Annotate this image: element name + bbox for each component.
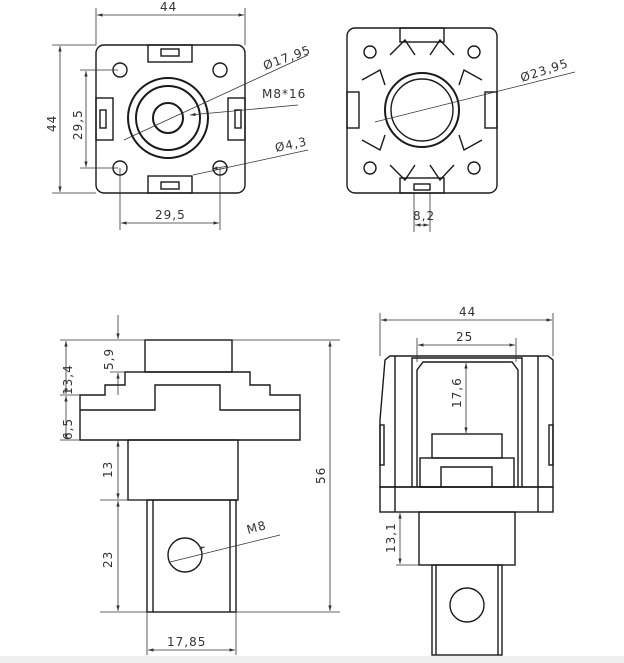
dim-d1: 5,9 bbox=[102, 348, 116, 370]
dim-thread: M8*16 bbox=[262, 87, 306, 101]
dim-d3: 6,5 bbox=[61, 418, 75, 440]
bottom-view: Ø23,95 8,2 bbox=[346, 27, 576, 232]
front-view: 5,9 13,4 6,5 13 23 56 M8 17,85 bbox=[60, 315, 340, 655]
dim-stem: 13,1 bbox=[384, 522, 398, 553]
dim-bottom-diameter: Ø23,95 bbox=[519, 56, 571, 85]
top-view: 44 44 29,5 29,5 Ø17,95 M8*16 Ø4,3 bbox=[45, 0, 313, 230]
dim-diameter-outer: Ø17,95 bbox=[261, 43, 313, 73]
side-view: 44 25 17,6 13,1 bbox=[379, 305, 554, 656]
dim-depth: 17,6 bbox=[450, 377, 464, 408]
dim-height: 56 bbox=[314, 467, 328, 484]
dim-top-height: 44 bbox=[45, 115, 59, 132]
dim-thread-m8: M8 bbox=[245, 518, 268, 537]
dim-d2: 13,4 bbox=[61, 364, 75, 395]
dim-inner-width: 25 bbox=[456, 330, 473, 344]
dim-side-width: 44 bbox=[459, 305, 476, 319]
dim-d5: 23 bbox=[101, 551, 115, 568]
dim-top-width: 44 bbox=[160, 0, 177, 14]
dim-d4: 13 bbox=[101, 461, 115, 478]
dim-hole-spacing-v: 29,5 bbox=[71, 109, 85, 140]
dim-shaft-width: 17,85 bbox=[167, 635, 206, 649]
dim-slot-width: 8,2 bbox=[413, 209, 435, 223]
bottom-strip bbox=[0, 656, 624, 663]
dim-hole-diameter: Ø4,3 bbox=[274, 134, 309, 154]
dim-hole-spacing-h: 29,5 bbox=[155, 208, 186, 222]
